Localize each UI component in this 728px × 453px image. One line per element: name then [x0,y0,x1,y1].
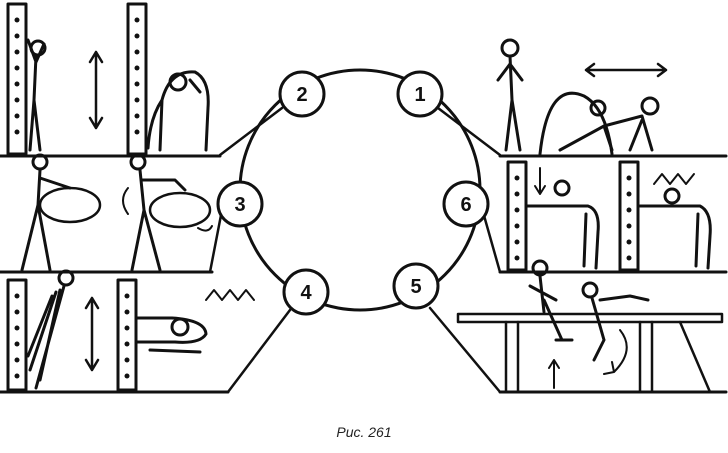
figure-caption: Рис. 261 [336,424,392,440]
svg-text:6: 6 [460,194,471,216]
station-node-6: 6 [442,180,490,228]
wall-bar-post [6,278,28,392]
wall-bar-post [6,2,28,156]
svg-text:4: 4 [300,282,312,304]
panel-station-6 [506,160,712,272]
panel-station-5 [456,259,724,394]
svg-text:1: 1 [414,84,425,106]
panel-station-3 [20,153,213,272]
panel-station-4 [6,269,255,392]
central-ring [238,68,482,312]
svg-text:3: 3 [234,194,245,216]
panel-station-1 [496,38,668,156]
station-node-3: 3 [216,180,264,228]
station-node-4: 4 [282,268,330,316]
panel-station-2 [6,2,210,156]
connector-lines [208,106,502,394]
station-node-5: 5 [392,262,440,310]
svg-text:5: 5 [410,276,421,298]
station-node-1: 1 [396,70,444,118]
wall-bar-post [506,160,528,272]
svg-text:2: 2 [296,84,307,106]
wall-bar-post [116,278,138,392]
station-node-2: 2 [278,70,326,118]
right-shelves [498,154,728,394]
wall-bar-post [618,160,640,272]
